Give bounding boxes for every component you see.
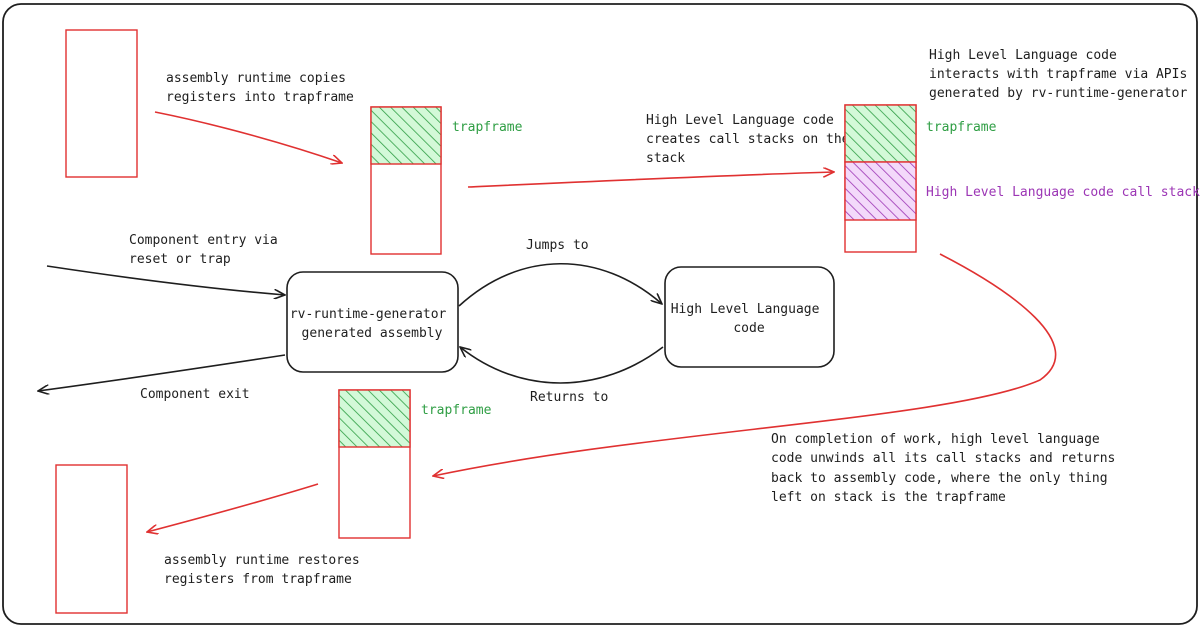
copy-arrow — [154, 111, 342, 163]
component-exit-label: Component exit — [140, 387, 250, 402]
generator-box — [286, 271, 459, 373]
hll-box — [664, 266, 835, 368]
apis-note: High Level Language code interacts with … — [929, 48, 1195, 101]
creates-stacks-note: High Level Language code creates call st… — [646, 113, 857, 166]
entry-arrow — [46, 265, 285, 295]
registers-box-top — [65, 29, 138, 178]
entry-note: Component entry via reset or trap — [129, 233, 286, 267]
generator-box-label: rv-runtime-generator generated assembly — [290, 307, 454, 341]
returns-to-arrow — [460, 347, 664, 384]
restore-arrow — [147, 483, 319, 532]
restore-note: assembly runtime restores registers from… — [164, 553, 368, 587]
hll-box-label: High Level Language code — [671, 302, 828, 336]
jumps-to-label: Jumps to — [526, 238, 589, 253]
stack-1-trapframe — [370, 106, 442, 165]
outer-frame — [2, 3, 1198, 625]
copy-note: assembly runtime copies registers into t… — [166, 71, 354, 105]
stack-3 — [338, 389, 411, 539]
call-stack-label: High Level Language code call stack — [926, 185, 1200, 200]
completion-note: On completion of work, high level langua… — [771, 432, 1123, 505]
stack-2-call-stack — [844, 161, 917, 221]
trapframe-label-3: trapframe — [421, 403, 492, 418]
creates-stacks-arrow — [467, 172, 834, 188]
stack-1 — [370, 106, 442, 255]
stack-3-trapframe — [338, 389, 411, 448]
jumps-to-arrow — [458, 262, 662, 307]
returns-to-label: Returns to — [530, 390, 608, 405]
trapframe-label-2: trapframe — [926, 120, 997, 135]
unwind-arrow — [433, 253, 1057, 476]
registers-box-bottom — [55, 464, 128, 614]
stack-2 — [844, 104, 917, 253]
exit-arrow — [38, 354, 286, 391]
stack-2-trapframe — [844, 104, 917, 163]
trapframe-label-1: trapframe — [452, 120, 523, 135]
